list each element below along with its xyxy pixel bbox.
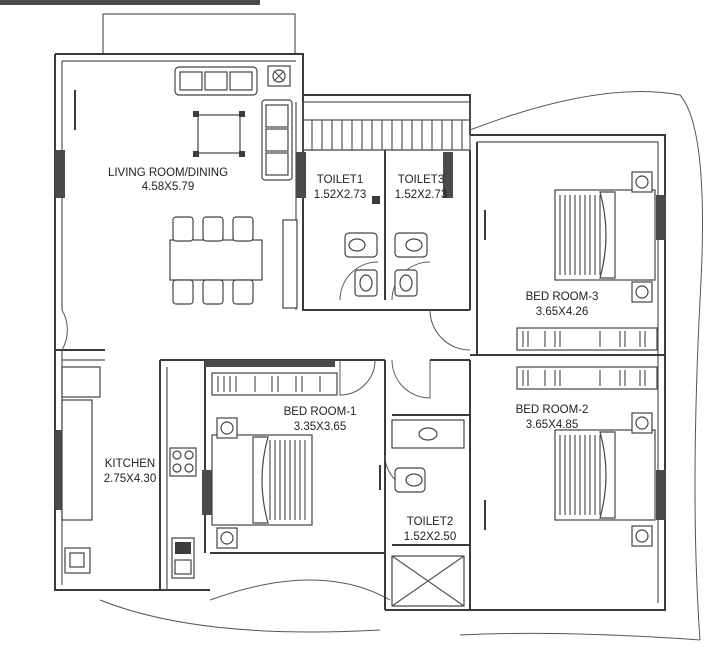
room-size: 4.58X5.79 xyxy=(142,181,194,193)
kitchen-fixtures xyxy=(61,366,197,579)
door-ticks xyxy=(74,90,486,555)
room-size: 1.52X2.73 xyxy=(395,189,447,201)
room-size: 3.65X4.26 xyxy=(536,306,588,318)
bed-room-1-bed xyxy=(211,417,313,549)
room-name: BED ROOM-3 xyxy=(526,291,599,303)
sofa-right xyxy=(261,99,293,181)
wardrobe-bedroom-1 xyxy=(211,372,338,396)
room-size: 1.52X2.50 xyxy=(404,531,456,543)
room-label-bedroom1: BED ROOM-1 3.35X3.65 xyxy=(284,406,357,433)
windows xyxy=(55,150,666,520)
room-name: TOILET3 xyxy=(398,174,444,186)
toilet3-fixtures xyxy=(372,196,428,297)
room-label-toilet2: TOILET2 1.52X2.50 xyxy=(404,516,456,543)
toilet2-fixtures xyxy=(391,419,465,607)
room-size: 2.75X4.30 xyxy=(104,473,156,485)
room-name: BED ROOM-1 xyxy=(284,406,357,418)
room-label-kitchen: KITCHEN 2.75X4.30 xyxy=(104,458,156,485)
room-name: TOILET1 xyxy=(317,174,363,186)
balcony-top xyxy=(102,13,296,55)
wardrobe-bedroom-3 xyxy=(516,327,658,351)
room-label-toilet3: TOILET3 1.52X2.73 xyxy=(395,174,447,201)
room-name: BED ROOM-2 xyxy=(516,404,589,416)
sofa-top xyxy=(174,66,258,96)
top-edge-bar xyxy=(0,0,260,5)
room-size: 3.65X4.85 xyxy=(526,419,578,431)
dining-cabinet xyxy=(282,219,298,309)
room-label-living: LIVING ROOM/DINING 4.58X5.79 xyxy=(108,167,228,193)
room-label-toilet1: TOILET1 1.52X2.73 xyxy=(314,174,366,201)
room-label-bedroom2: BED ROOM-2 3.65X4.85 xyxy=(516,404,589,431)
coffee-table xyxy=(193,111,245,157)
wardrobe-bedroom-2 xyxy=(516,366,658,390)
interior-walls xyxy=(55,95,665,610)
dining-table xyxy=(169,216,263,305)
site-boundary xyxy=(99,91,703,641)
bed-room-2-bed xyxy=(554,412,656,547)
room-name: TOILET2 xyxy=(407,516,453,528)
bed-room-3-bed xyxy=(554,171,656,303)
room-label-bedroom3: BED ROOM-3 3.65X4.26 xyxy=(526,291,599,318)
toilet1-fixtures xyxy=(302,101,471,297)
room-size: 1.52X2.73 xyxy=(314,189,366,201)
room-size: 3.35X3.65 xyxy=(294,421,346,433)
room-name: LIVING ROOM/DINING xyxy=(108,167,228,179)
side-table-icon xyxy=(267,65,291,87)
room-name: KITCHEN xyxy=(105,458,155,470)
